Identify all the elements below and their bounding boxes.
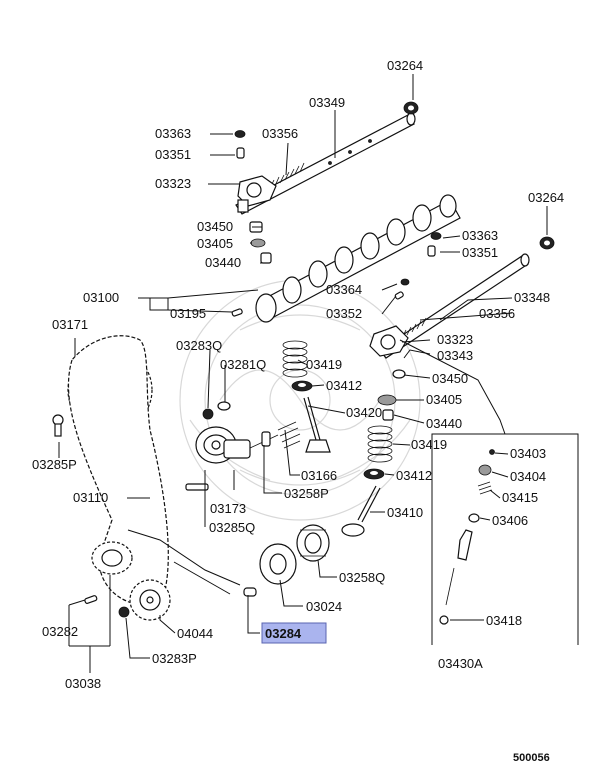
lash-adjuster-assembly [439,449,495,625]
part-labels: 03264 03349 03363 03356 03351 03323 0345… [32,58,564,764]
label-03415[interactable]: 03415 [502,490,538,505]
label-03450-upper[interactable]: 03450 [197,219,233,234]
timing-belt-tensioner [195,426,279,464]
label-03323-upper[interactable]: 03323 [155,176,191,191]
label-03412-upper[interactable]: 03412 [326,378,362,393]
label-03363-upper[interactable]: 03363 [155,126,191,141]
label-03430a[interactable]: 03430A [438,656,483,671]
plug-lower [539,236,555,250]
lower-small-parts [377,232,442,421]
label-03285q[interactable]: 03285Q [209,520,255,535]
label-03364[interactable]: 03364 [326,282,362,297]
valve-stem-seal [277,421,301,449]
label-03285p[interactable]: 03285P [32,457,77,472]
label-03352[interactable]: 03352 [326,306,362,321]
tensioner-small-parts [185,401,271,491]
highlight-box [261,622,327,644]
label-03418[interactable]: 03418 [486,613,522,628]
label-03440-lower[interactable]: 03440 [426,416,462,431]
plug-upper [403,101,419,115]
label-03195[interactable]: 03195 [170,306,206,321]
label-03284[interactable]: 03284 [265,626,302,641]
label-03349[interactable]: 03349 [309,95,345,110]
label-03420[interactable]: 03420 [346,405,382,420]
camshaft [255,194,461,323]
drawing-number: 500056 [513,752,550,764]
label-03166[interactable]: 03166 [301,468,337,483]
label-03405-lower[interactable]: 03405 [426,392,462,407]
label-03406[interactable]: 03406 [492,513,528,528]
lower-rocker-arm [369,325,409,357]
label-03110[interactable]: 03110 [73,490,108,505]
label-03363-lower[interactable]: 03363 [462,228,498,243]
label-03348[interactable]: 03348 [514,290,550,305]
label-03351-lower[interactable]: 03351 [462,245,498,260]
label-03351-upper[interactable]: 03351 [155,147,191,162]
valve-spring-lower [367,425,393,463]
upper-rocker-arm [237,175,277,213]
label-03403[interactable]: 03403 [510,446,546,461]
camshaft-pins [231,278,410,317]
timing-belt [67,335,169,606]
label-03283p[interactable]: 03283P [152,651,197,666]
crankshaft-sprocket [91,541,133,575]
idler-pulley [129,579,171,621]
label-03171[interactable]: 03171 [52,317,88,332]
label-03173[interactable]: 03173 [210,501,246,516]
valve-upper [303,396,331,453]
label-03412-lower[interactable]: 03412 [396,468,432,483]
leader-lines [58,74,548,673]
label-03410[interactable]: 03410 [387,505,423,520]
valve-spring-upper [282,340,308,378]
label-03356-upper[interactable]: 03356 [262,126,298,141]
oil-seal [296,524,330,562]
label-03281q[interactable]: 03281Q [220,357,266,372]
label-03258p[interactable]: 03258P [284,486,329,501]
label-03323-lower[interactable]: 03323 [437,332,473,347]
label-03343[interactable]: 03343 [437,348,473,363]
label-03283q[interactable]: 03283Q [176,338,222,353]
label-03440-upper[interactable]: 03440 [205,255,241,270]
label-03038[interactable]: 03038 [65,676,101,691]
crank-small-parts [52,414,257,618]
upper-small-parts [234,130,272,264]
label-03404[interactable]: 03404 [510,469,546,484]
label-03282[interactable]: 03282 [42,624,78,639]
crank-flange [259,543,297,585]
label-03419-upper[interactable]: 03419 [306,357,342,372]
label-03450-lower[interactable]: 03450 [432,371,468,386]
valve-lower [341,485,381,537]
label-03100[interactable]: 03100 [83,290,119,305]
label-04044[interactable]: 04044 [177,626,213,641]
label-03419-lower[interactable]: 03419 [411,437,447,452]
label-03258q[interactable]: 03258Q [339,570,385,585]
spring-retainer-b [363,468,385,480]
label-03024[interactable]: 03024 [306,599,342,614]
label-03405-upper[interactable]: 03405 [197,236,233,251]
label-03264-upper[interactable]: 03264 [387,58,423,73]
label-03264-lower[interactable]: 03264 [528,190,564,205]
spring-retainer-a [291,380,313,392]
label-03356-lower[interactable]: 03356 [479,306,515,321]
